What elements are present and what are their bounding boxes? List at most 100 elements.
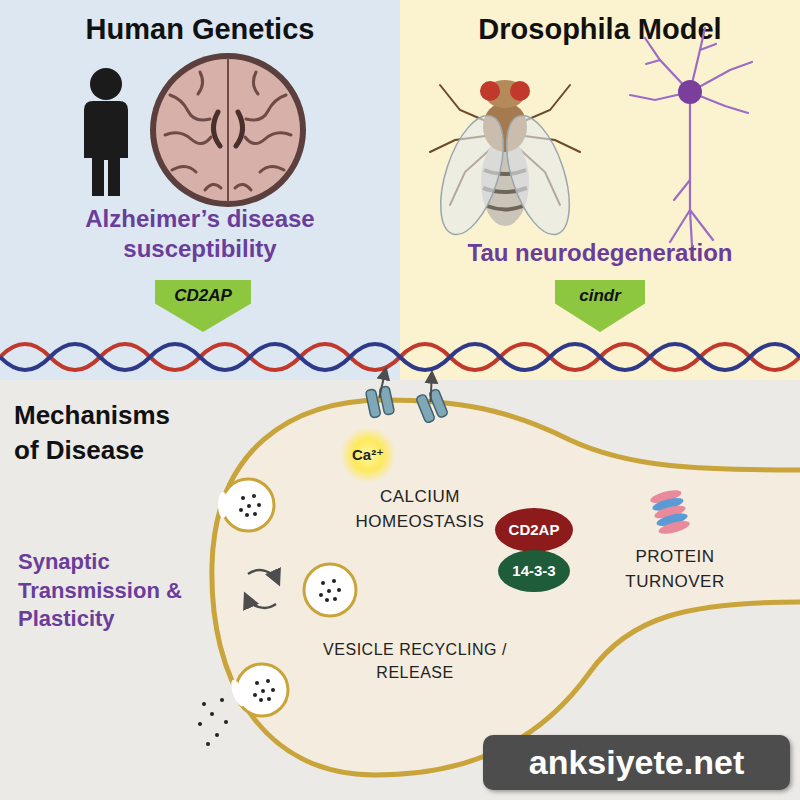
vesicle-membrane (236, 664, 288, 716)
skull-rim (150, 53, 306, 207)
genetics-panel: Human GeneticsAlzheimer’s disease suscep… (0, 0, 400, 380)
brain-sulcus (253, 72, 258, 94)
dendrite (690, 62, 752, 92)
brain-sulcus (246, 95, 286, 120)
vesicle-contents (253, 679, 275, 702)
vesicle-contents (239, 494, 261, 517)
glow-shape (340, 427, 396, 483)
brain-sulci (165, 58, 291, 202)
brain-sulcus (170, 95, 210, 120)
dendrite (690, 28, 705, 92)
brain-sulcus (235, 184, 251, 190)
ion-label: Ca²⁺ (340, 427, 396, 483)
dna-strand (0, 344, 800, 370)
fly-leg (430, 135, 493, 152)
arrow-shape (155, 280, 251, 332)
neuron-soma (678, 80, 702, 104)
panel-subtitle: Alzheimer’s disease susceptibility (40, 204, 360, 264)
fly-stripe (483, 188, 527, 192)
mechanism-label: PROTEIN TURNOVER (600, 545, 750, 594)
axon-terminal (690, 210, 692, 246)
protein-icon (649, 488, 691, 537)
dna-strand (0, 344, 800, 370)
brain-sulcus (205, 184, 221, 190)
releasing-vesicle (198, 664, 288, 746)
axon-branch (674, 180, 690, 200)
brain-sulcus (165, 133, 211, 144)
mechanism-label: CALCIUM HOMEOSTASIS (340, 485, 500, 534)
fly-stripe (487, 206, 523, 210)
dendrite (690, 92, 748, 113)
protein-blob: 14-3-3 (498, 550, 570, 592)
recycling-arrows (246, 570, 278, 608)
free-vesicle (304, 564, 356, 616)
neuron-icon (630, 28, 752, 246)
vesicle-membrane (222, 479, 274, 531)
neurotransmitter-dot (220, 698, 224, 702)
neuron-branches (630, 28, 752, 246)
neurotransmitter-dot (202, 702, 206, 706)
synapse-membrane (212, 400, 800, 775)
dendrite (645, 38, 690, 92)
calcium-ion: Ca²⁺ (340, 427, 396, 483)
brain-sulcus (198, 72, 203, 94)
channel-subunit (365, 389, 381, 418)
brain-sulcus (260, 166, 284, 172)
panel-subtitle: Synaptic Transmission & Plasticity (18, 548, 203, 634)
fly-legs (430, 85, 580, 205)
person-head (90, 68, 122, 100)
brain-midline (227, 58, 229, 202)
ellipse-shape (495, 508, 573, 552)
mechanism-label: VESICLE RECYCLING / RELEASE (290, 638, 540, 684)
released-transmitter (198, 698, 228, 746)
recycling-arrow (246, 596, 276, 608)
fly-leg (515, 85, 570, 125)
neurotransmitter-dot (224, 720, 228, 724)
brain-ventricle (213, 112, 220, 146)
fly-stripes (483, 170, 527, 210)
dendrite (646, 60, 660, 64)
fusion-pore (218, 492, 228, 518)
arrow-shape (555, 280, 645, 332)
vesicle-contents (319, 579, 341, 602)
gene-name: cindr (555, 286, 645, 306)
ion-channel (362, 370, 395, 418)
helix-turn (653, 503, 686, 521)
fused-vesicle (218, 479, 274, 531)
fruit-fly (428, 80, 582, 242)
person-body (84, 101, 128, 196)
dendrite (630, 92, 690, 100)
fly-eye (480, 81, 500, 101)
ion-flow-arrow (421, 374, 442, 403)
fly-leg (450, 145, 495, 205)
helix-turn (649, 488, 682, 506)
brain-scan (150, 53, 306, 207)
gene-name: CD2AP (155, 286, 251, 306)
fly-leg (515, 145, 560, 205)
brain-sulcus (172, 166, 196, 172)
neurotransmitter-dot (210, 712, 214, 716)
brain-tissue (156, 59, 300, 201)
helix-turn (651, 495, 684, 513)
axon-terminal (670, 210, 690, 242)
panel-heading: Drosophila Model (400, 12, 800, 47)
fly-thorax (483, 102, 527, 152)
axon (689, 104, 691, 210)
channel-subunit (416, 394, 436, 424)
panel-heading: Human Genetics (0, 12, 400, 47)
helix-turn (657, 518, 690, 536)
fly-head (485, 80, 525, 108)
dna-helix (0, 344, 800, 370)
fly-leg (517, 135, 580, 152)
recycling-arrow (248, 570, 278, 582)
helix-turn (655, 511, 688, 529)
channel-subunit (379, 386, 395, 415)
ion-flow-arrow (374, 370, 391, 398)
protein-blob: CD2AP (495, 508, 573, 552)
watermark: anksiyete.net (483, 735, 790, 790)
fly-wing (428, 108, 516, 242)
fly-stripe (484, 170, 526, 174)
protein-label: 14-3-3 (498, 550, 570, 592)
neurotransmitter-dot (198, 722, 202, 726)
